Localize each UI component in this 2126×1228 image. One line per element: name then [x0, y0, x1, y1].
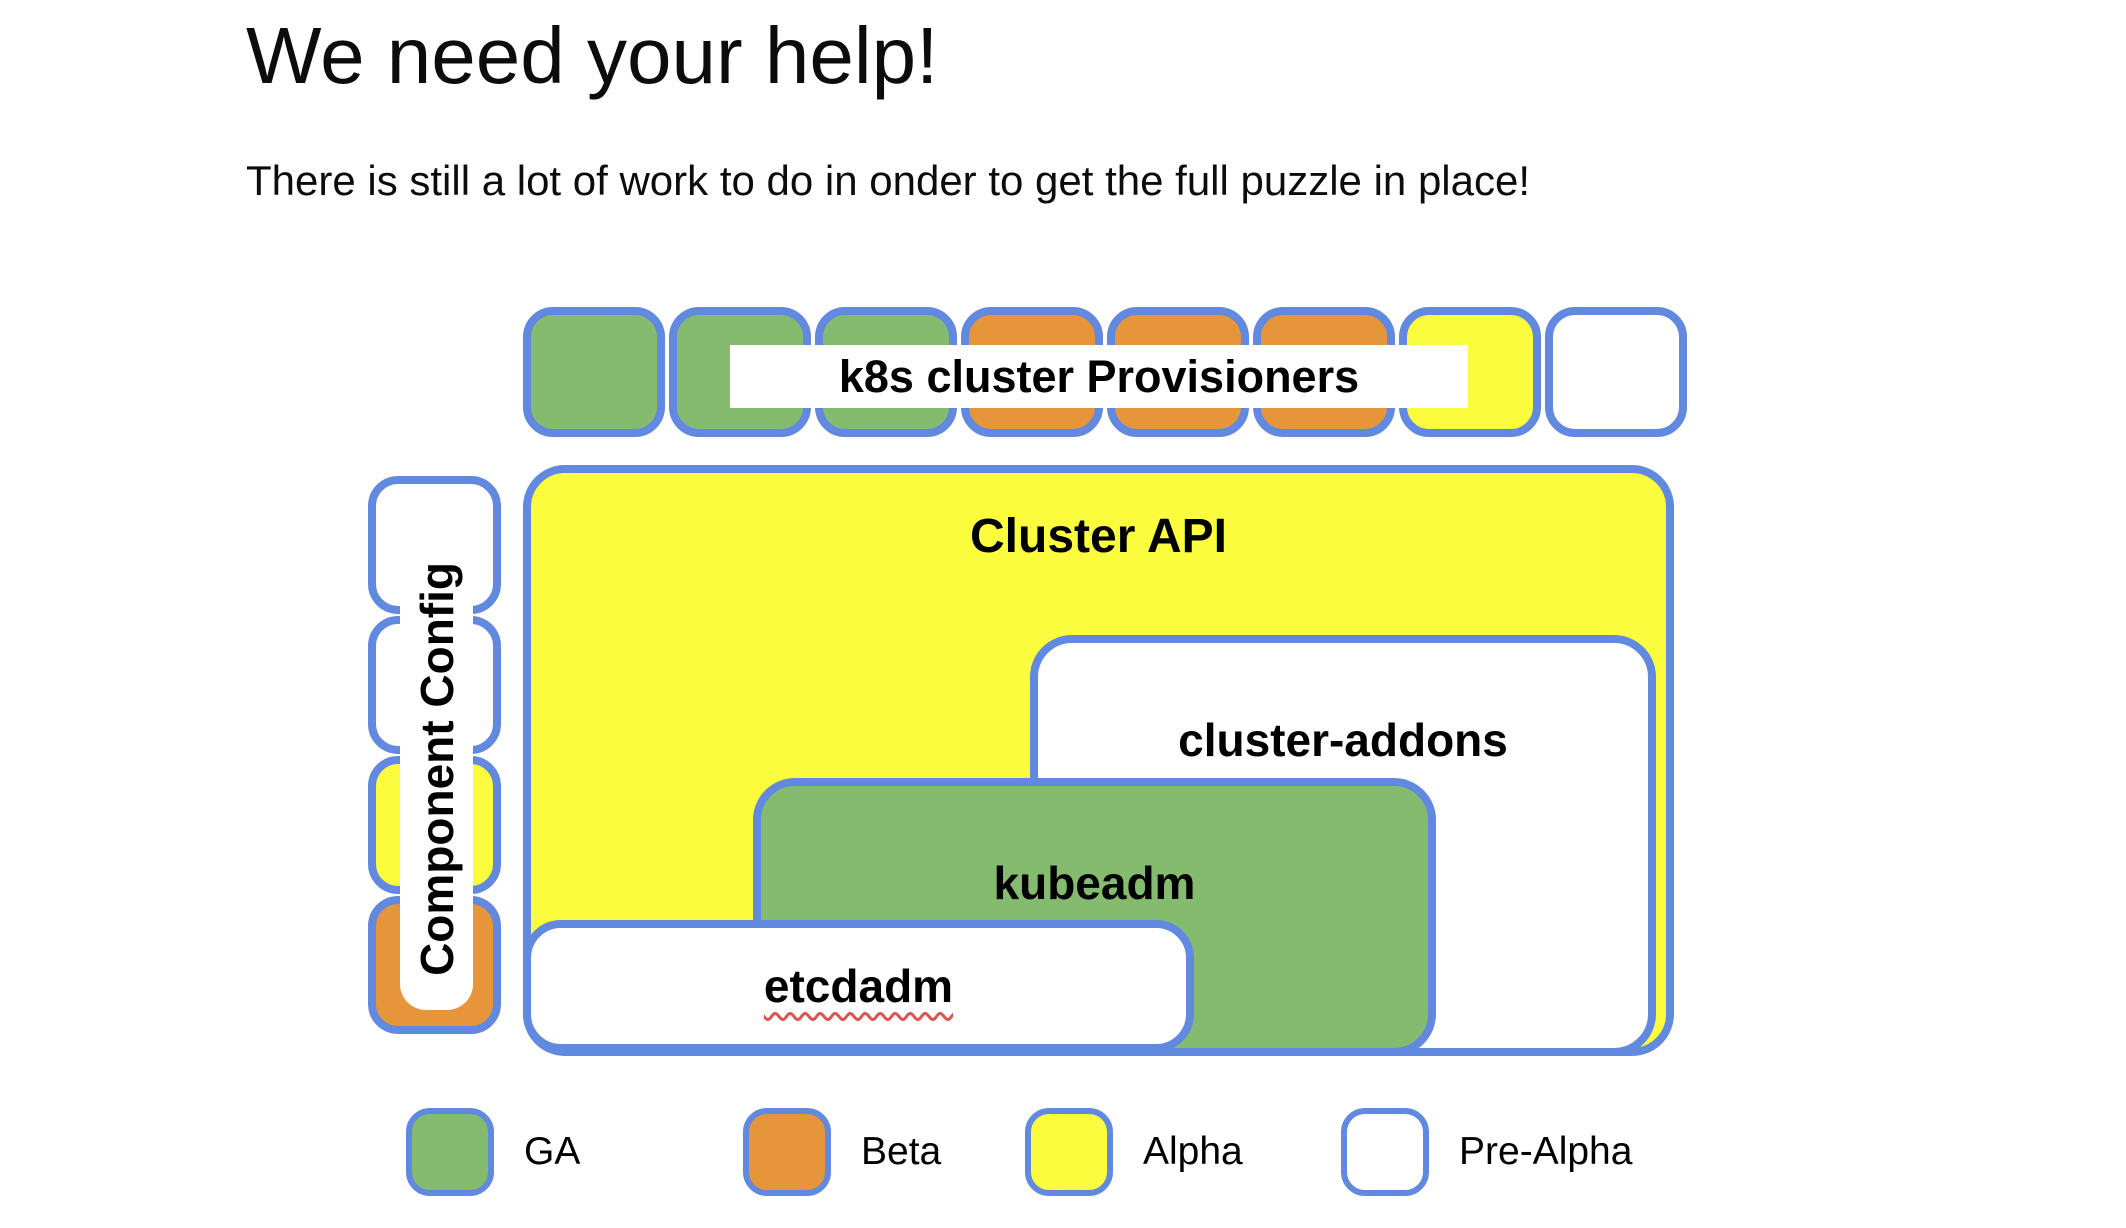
component-config-label: Component Config	[410, 561, 463, 976]
cluster-api-label: Cluster API	[970, 510, 1227, 563]
legend-label: Beta	[861, 1130, 942, 1173]
legend-swatch-beta	[743, 1108, 831, 1196]
etcdadm-label: etcdadm	[763, 960, 954, 1012]
puzzle-piece-white	[1545, 307, 1687, 437]
legend-label: GA	[524, 1130, 581, 1173]
provisioners-row-label: k8s cluster Provisioners	[730, 345, 1468, 408]
legend-swatch-pre-alpha	[1341, 1108, 1429, 1196]
legend-item-ga: GA	[406, 1108, 580, 1196]
legend-item-alpha: Alpha	[1025, 1108, 1243, 1196]
legend-label: Pre-Alpha	[1459, 1130, 1633, 1173]
legend-item-beta: Beta	[743, 1108, 941, 1196]
slide-subtitle: There is still a lot of work to do in on…	[246, 157, 1531, 204]
legend-swatch-ga	[406, 1108, 494, 1196]
cluster-addons-label: cluster-addons	[1178, 714, 1508, 766]
component-config-label-plate: Component Config	[400, 527, 473, 1010]
legend-label: Alpha	[1143, 1130, 1243, 1173]
etcdadm-box: etcdadm	[523, 920, 1194, 1052]
legend-swatch-alpha	[1025, 1108, 1113, 1196]
puzzle-piece-green	[523, 307, 665, 437]
slide-title: We need your help!	[246, 11, 939, 100]
kubeadm-label: kubeadm	[993, 857, 1196, 909]
legend-item-pre-alpha: Pre-Alpha	[1341, 1108, 1632, 1196]
